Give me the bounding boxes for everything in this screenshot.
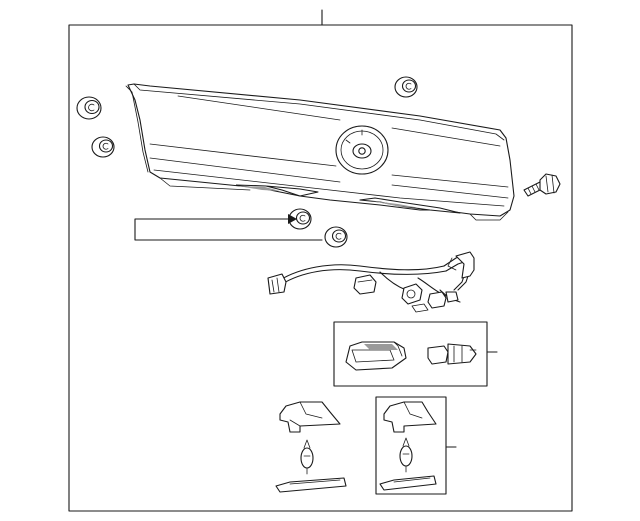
lamp-housing-right — [383, 401, 437, 433]
mounting-clip-4 — [288, 208, 312, 230]
socket — [427, 343, 477, 365]
clip-callout-bracket — [134, 214, 323, 241]
lamp-lens-right — [379, 475, 437, 491]
parts-frame — [68, 24, 573, 512]
mounting-clip-2 — [91, 136, 115, 158]
license-lamp-assembly — [345, 341, 407, 371]
lamp-lens-left — [275, 477, 347, 493]
lamp-group-callout — [375, 396, 457, 495]
lamp-housing-left — [279, 401, 341, 433]
mounting-clip-1 — [76, 96, 102, 120]
bolt — [523, 173, 561, 197]
mounting-clip-3 — [394, 76, 418, 98]
license-lamp-callout — [333, 321, 498, 387]
mounting-clip-5 — [324, 226, 348, 248]
bulb-right — [399, 437, 413, 473]
tailgate-applique-panel — [125, 83, 515, 221]
wiring-harness — [267, 251, 475, 313]
bulb-left — [300, 439, 314, 475]
emblem-lock-housing — [335, 125, 389, 175]
